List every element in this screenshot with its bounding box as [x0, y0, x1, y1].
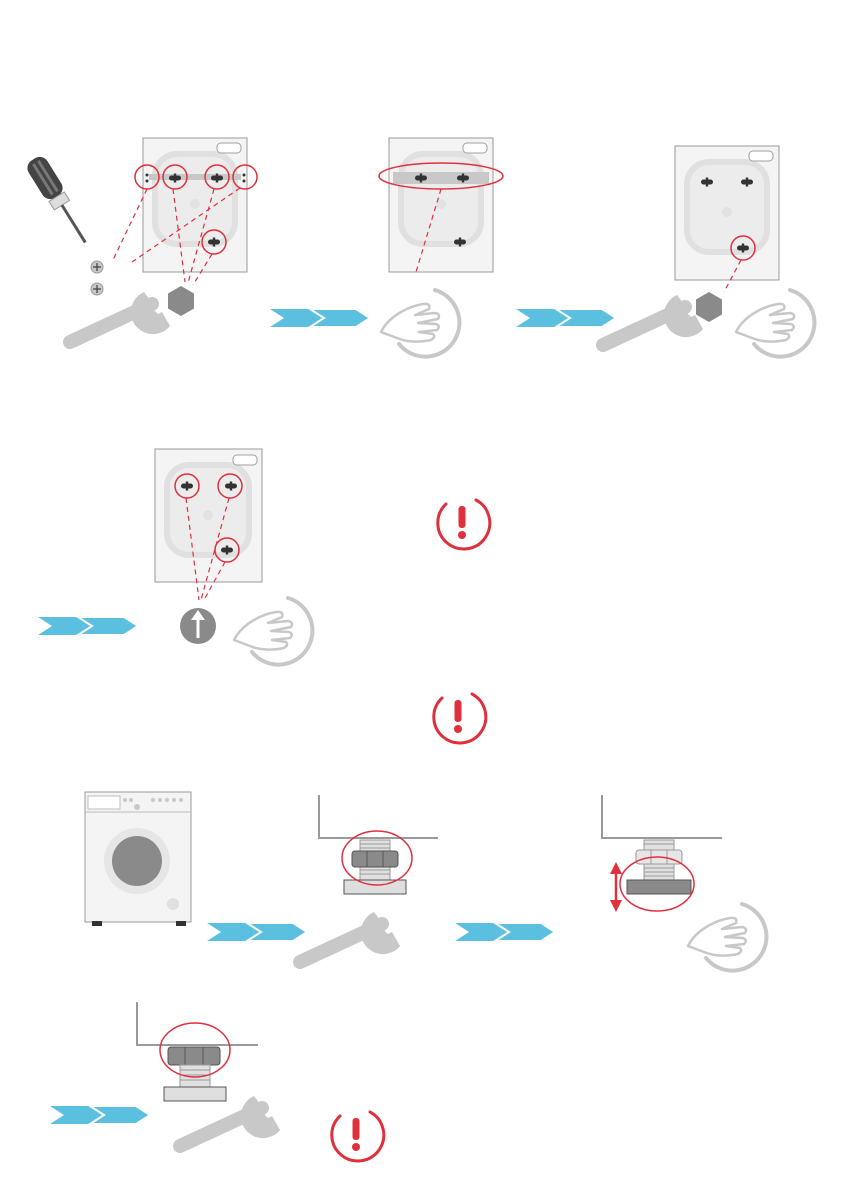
hand-icon [234, 598, 312, 665]
rear-panel [143, 138, 247, 272]
rear-panel [389, 138, 493, 272]
hand-icon [736, 290, 814, 357]
warning-exclamation-icon [332, 1112, 384, 1161]
adjustable-foot-icon [319, 795, 438, 894]
wrench-icon [300, 912, 400, 962]
hand-icon [381, 290, 459, 357]
double-chevron-arrow-icon [270, 309, 370, 327]
wrench-icon [603, 295, 703, 345]
washing-machine-icon [85, 792, 191, 926]
double-chevron-arrow-icon [516, 309, 616, 327]
hand-icon [688, 904, 766, 971]
warning-exclamation-icon [438, 500, 490, 549]
step-tighten-lock-nut [50, 1002, 280, 1146]
screw-head-icon [91, 261, 103, 273]
hex-nut-icon [696, 292, 722, 322]
double-chevron-arrow-icon [50, 1106, 150, 1124]
adjustable-foot-icon [137, 1002, 258, 1101]
warning-exclamation-icon [434, 694, 486, 743]
rear-panel [675, 146, 779, 280]
wrench-icon [180, 1096, 280, 1146]
rear-panel [155, 449, 262, 582]
push-up-arrow-icon [180, 608, 216, 644]
step-fit-cover-caps [38, 449, 312, 665]
screwdriver-icon [24, 154, 95, 249]
step-remove-lower-bolt [516, 146, 814, 357]
double-chevron-arrow-icon [455, 923, 555, 941]
step-adjust-foot-height [455, 795, 766, 971]
double-chevron-arrow-icon [38, 617, 138, 635]
hex-nut-icon [168, 286, 194, 316]
step-remove-transport-bolts [24, 138, 257, 342]
screw-head-icon [91, 283, 103, 295]
double-chevron-arrow-icon [207, 923, 307, 941]
step-loosen-lock-nut [85, 792, 438, 962]
step-remove-rear-bar [270, 138, 503, 357]
wrench-icon [70, 292, 170, 342]
